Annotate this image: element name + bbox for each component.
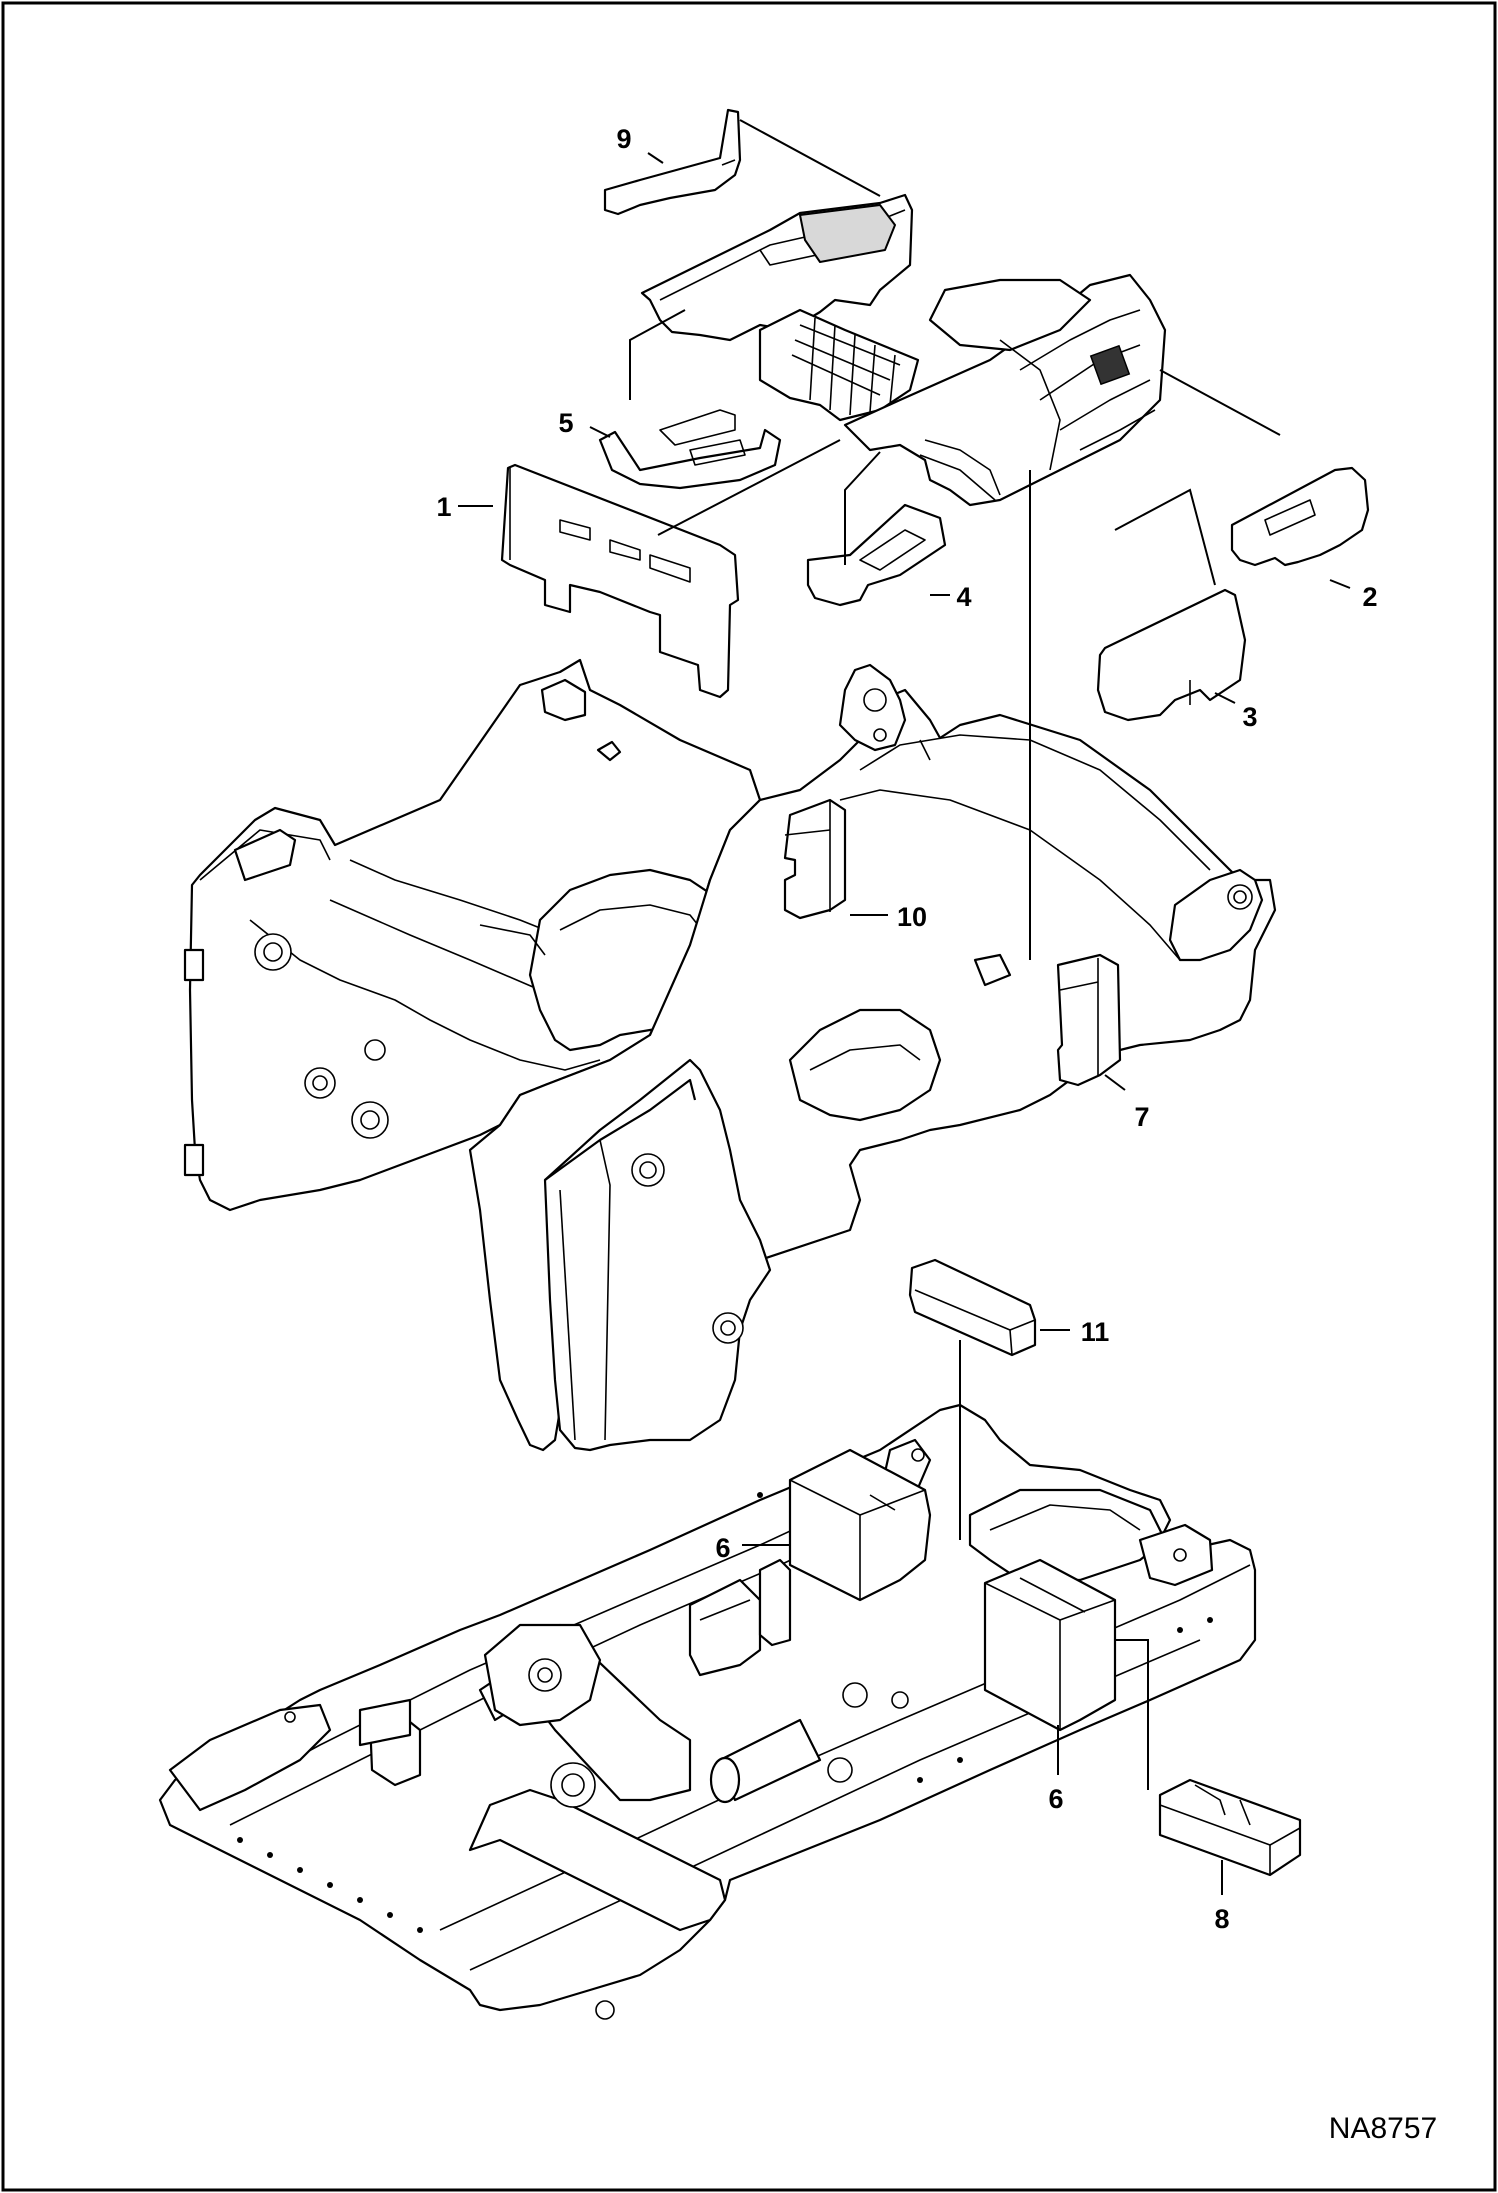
part-6-upper (788, 1448, 932, 1602)
part-3 (1096, 588, 1247, 722)
callouts: 9 5 1 4 2 3 10 7 11 6 6 8 (436, 124, 1377, 1934)
part-6-lower (983, 1558, 1117, 1732)
callout-6-lower: 6 (1048, 1784, 1063, 1814)
part-5 (598, 409, 782, 490)
part-4 (806, 503, 947, 607)
callout-1: 1 (436, 492, 451, 522)
callout-10: 10 (897, 902, 927, 932)
grille (791, 317, 901, 416)
callout-11: 11 (1081, 1317, 1110, 1347)
part-11 (908, 1258, 1037, 1357)
callout-5: 5 (558, 408, 573, 438)
seat-base-assembly (640, 193, 1167, 507)
figure-id: NA8757 (1329, 2112, 1437, 2145)
callout-6-upper: 6 (715, 1533, 730, 1563)
part-2 (1230, 466, 1370, 567)
part-9 (603, 108, 742, 216)
leader-lines (458, 119, 1351, 1895)
part-1 (500, 463, 740, 699)
callout-3: 3 (1242, 702, 1257, 732)
callout-9: 9 (616, 124, 631, 154)
callout-2: 2 (1362, 582, 1377, 612)
part-7 (1056, 953, 1122, 1087)
callout-8: 8 (1214, 1904, 1229, 1934)
callout-4: 4 (956, 582, 971, 612)
part-8 (1158, 1778, 1302, 1877)
callout-7: 7 (1134, 1102, 1149, 1132)
lower-chassis (158, 1403, 1257, 2020)
part-10 (783, 798, 847, 920)
upper-frame (183, 658, 1277, 1452)
